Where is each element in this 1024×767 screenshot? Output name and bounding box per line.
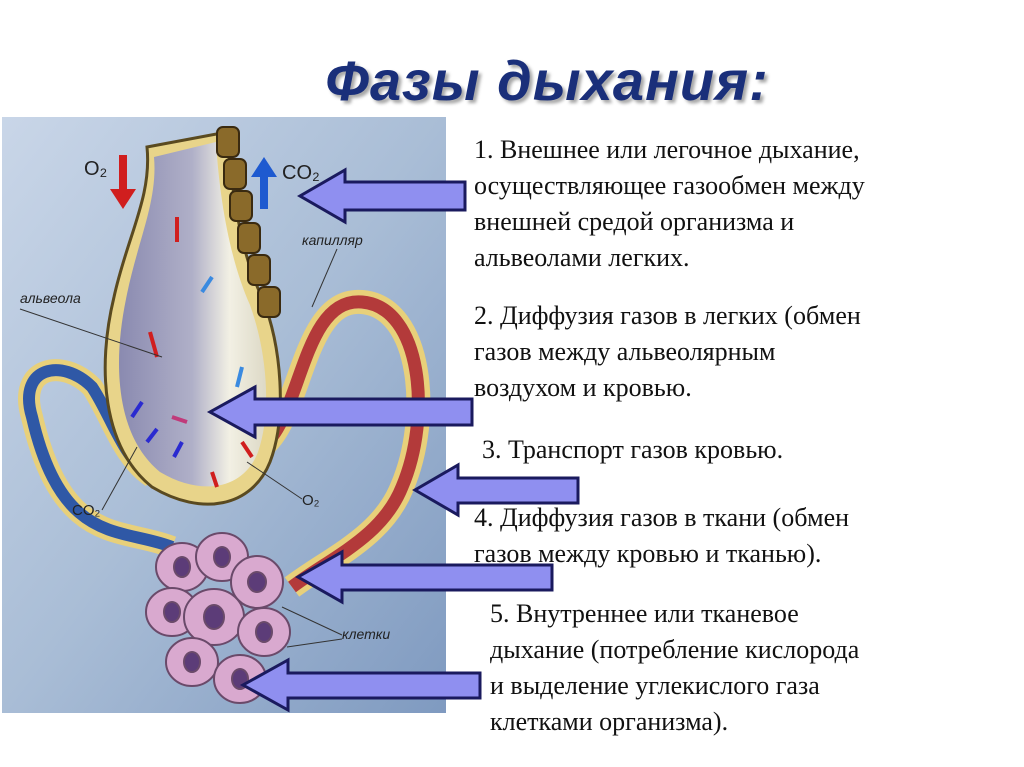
phase-1-line: альвеолами легких. — [474, 243, 690, 272]
phase-1: 1. Внешнее или легочное дыхание, осущест… — [474, 132, 865, 276]
co2-up-arrow — [251, 157, 277, 209]
respiration-diagram: O₂ CO₂ капилляр альвеола CO₂ O₂ — [2, 117, 446, 713]
co2-bottom-label: CO₂ — [72, 502, 101, 519]
phase-4-line: 4. Диффузия газов в ткани (обмен — [474, 503, 850, 532]
capillary-label: капилляр — [302, 232, 363, 248]
slide-title-text: Фазы дыхания: — [325, 49, 769, 112]
cells-pointer-2 — [286, 638, 343, 648]
phase-1-line: 1. Внешнее или легочное дыхание, — [474, 135, 860, 164]
slide-title: Фазы дыхания: — [0, 48, 1024, 113]
phase-4: 4. Диффузия газов в ткани (обмен газов м… — [474, 500, 849, 572]
phase-5-line: 5. Внутреннее или тканевое — [490, 599, 799, 628]
capillary-pointer — [311, 248, 338, 308]
phase-3: 3. Транспорт газов кровью. — [482, 432, 783, 468]
cells-label: клетки — [342, 626, 390, 642]
phase-2-line: воздухом и кровью. — [474, 373, 692, 402]
o2-down-arrow — [110, 155, 136, 209]
phase-5-line: и выделение углекислого газа — [490, 671, 820, 700]
epithelium — [216, 126, 281, 318]
phase-2: 2. Диффузия газов в легких (обмен газов … — [474, 298, 861, 406]
co2-top-label: CO₂ — [282, 162, 320, 184]
phase-5: 5. Внутреннее или тканевое дыхание (потр… — [490, 596, 859, 740]
phase-1-line: внешней средой организма и — [474, 207, 795, 236]
o2-top-label: O₂ — [84, 158, 107, 180]
phase-4-line: газов между кровью и тканью). — [474, 539, 822, 568]
o2-bottom-label: O₂ — [302, 492, 320, 509]
cells-pointer-1 — [281, 606, 343, 636]
tissue-cells — [145, 532, 291, 704]
phase-2-line: 2. Диффузия газов в легких (обмен — [474, 301, 861, 330]
alveolus-label: альвеола — [20, 290, 81, 306]
phase-3-line: 3. Транспорт газов кровью. — [482, 435, 784, 464]
gas-flow-arrows — [130, 217, 254, 488]
phase-2-line: газов между альвеолярным — [474, 337, 776, 366]
phase-1-line: осуществляющее газообмен между — [474, 171, 865, 200]
phase-5-line: дыхание (потребление кислорода — [490, 635, 860, 664]
alveolus-pointer — [19, 308, 163, 358]
o2-bottom-pointer — [246, 461, 303, 500]
co2-bottom-pointer — [101, 446, 138, 511]
phase-5-line: клетками организма). — [490, 707, 729, 736]
artery-lumen — [257, 295, 425, 593]
